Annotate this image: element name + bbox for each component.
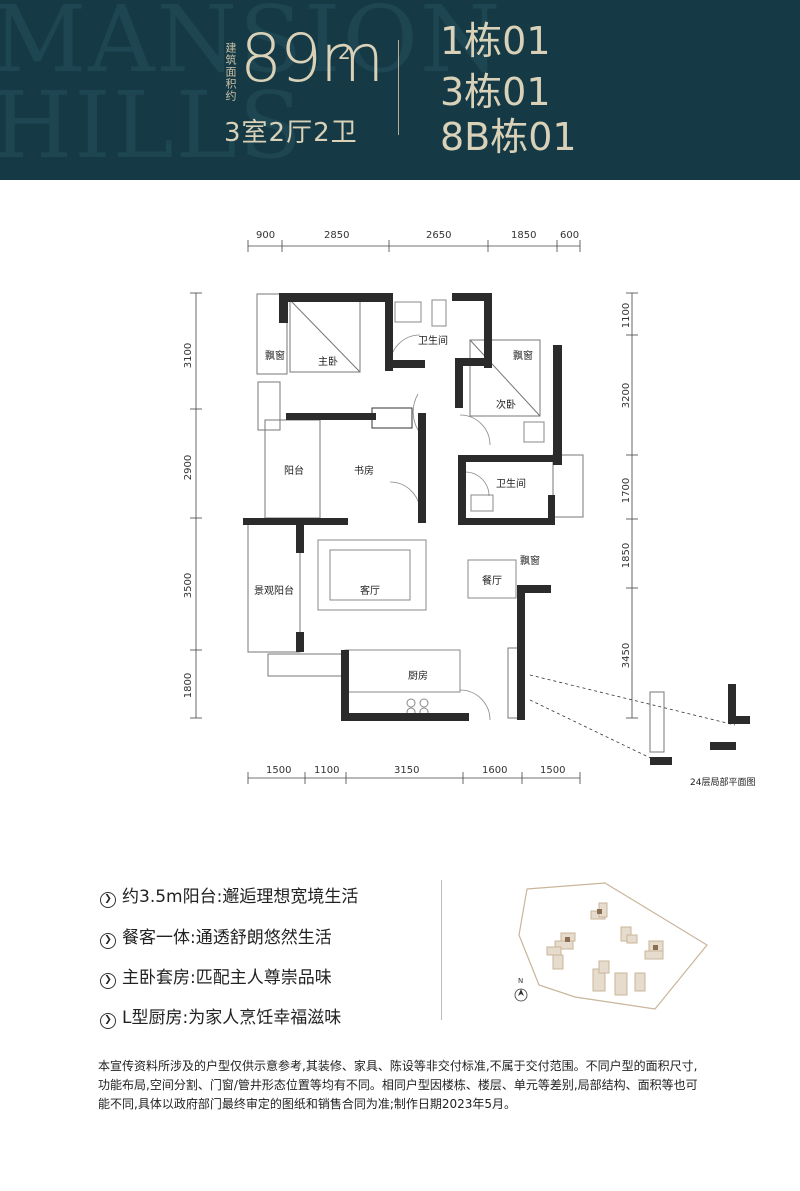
area-unit-superscript: 2 bbox=[338, 40, 351, 64]
furniture bbox=[317, 299, 545, 717]
feature-text-2: 餐客一体:通透舒朗悠然生活 bbox=[122, 928, 332, 948]
site-map: N bbox=[495, 875, 715, 1019]
dim-left-2: 2900 bbox=[183, 454, 195, 481]
dim-top-4: 1850 bbox=[511, 230, 537, 241]
room-study: 书房 bbox=[354, 466, 374, 477]
area-label: 建筑面积约 bbox=[224, 42, 237, 102]
room-dining-room: 餐厅 bbox=[482, 576, 502, 587]
watermark-line-1: MANSION bbox=[0, 0, 503, 93]
dim-top-3: 2650 bbox=[426, 230, 452, 241]
dim-top-5: 600 bbox=[560, 230, 580, 241]
room-bay-window-dining: 飘窗 bbox=[520, 556, 540, 567]
walls bbox=[243, 293, 562, 721]
circled-chevron-icon: ❯ bbox=[100, 973, 116, 989]
room-bay-window-second: 飘窗 bbox=[513, 351, 533, 362]
dim-right-3: 1700 bbox=[621, 477, 633, 504]
area-value: 89m bbox=[240, 20, 384, 97]
header-divider bbox=[398, 40, 399, 135]
building-3: 8B栋01 bbox=[440, 115, 577, 159]
door-arcs bbox=[389, 334, 491, 721]
layout-text: 3室2厅2卫 bbox=[224, 118, 358, 148]
circled-chevron-icon: ❯ bbox=[100, 1013, 116, 1029]
feature-text-4: L型厨房:为家人烹饪幸福滋味 bbox=[122, 1008, 342, 1028]
dim-left-1: 3100 bbox=[183, 342, 195, 369]
building-2: 3栋01 bbox=[440, 70, 551, 114]
dim-left-4: 1800 bbox=[183, 672, 195, 699]
dim-bottom-5: 1500 bbox=[540, 765, 566, 776]
header-banner: MANSION HILLS 建筑面积约 89m 2 3室2厅2卫 1栋01 3栋… bbox=[0, 0, 800, 180]
room-living-room: 客厅 bbox=[360, 586, 380, 597]
feature-text-3: 主卧套房:匹配主人尊崇品味 bbox=[122, 968, 332, 988]
dim-right-1: 1100 bbox=[621, 302, 633, 329]
feature-item-4: ❯ L型厨房:为家人烹饪幸福滋味 bbox=[100, 1003, 341, 1029]
floor-plan: 900 2850 2650 1850 600 1500 1100 3150 16… bbox=[0, 180, 800, 820]
room-kitchen: 厨房 bbox=[408, 671, 428, 682]
feature-divider bbox=[441, 880, 442, 1020]
dim-right-4: 1850 bbox=[621, 542, 633, 569]
north-label: N bbox=[518, 977, 524, 985]
feature-text-1: 约3.5m阳台:邂逅理想宽境生活 bbox=[122, 887, 359, 907]
circled-chevron-icon: ❯ bbox=[100, 933, 116, 949]
north-arrow-icon bbox=[514, 988, 528, 1002]
room-view-balcony: 景观阳台 bbox=[254, 586, 294, 597]
inset-plan bbox=[529, 674, 750, 766]
room-second-bedroom: 次卧 bbox=[496, 400, 516, 411]
dim-top-1: 900 bbox=[256, 230, 276, 241]
dim-right-2: 3200 bbox=[621, 382, 633, 409]
dim-bottom-4: 1600 bbox=[482, 765, 508, 776]
building-1: 1栋01 bbox=[440, 19, 551, 63]
feature-item-2: ❯ 餐客一体:通透舒朗悠然生活 bbox=[100, 923, 332, 949]
floor-plan-drawing bbox=[190, 240, 750, 784]
room-balcony: 阳台 bbox=[284, 466, 304, 477]
dim-right-5: 3450 bbox=[621, 642, 633, 669]
site-map-drawing bbox=[514, 882, 708, 1010]
feature-item-1: ❯ 约3.5m阳台:邂逅理想宽境生活 bbox=[100, 882, 358, 908]
watermark-line-2: HILLS bbox=[0, 72, 304, 179]
dim-bottom-2: 1100 bbox=[314, 765, 340, 776]
room-master-bedroom: 主卧 bbox=[318, 357, 338, 368]
disclaimer: 本宣传资料所涉及的户型仅供示意参考,其装修、家具、陈设等非交付标准,不属于交付范… bbox=[98, 1059, 698, 1111]
room-bathroom-2: 卫生间 bbox=[496, 479, 526, 490]
circled-chevron-icon: ❯ bbox=[100, 892, 116, 908]
dim-bottom-1: 1500 bbox=[266, 765, 292, 776]
dimension-lines bbox=[190, 240, 638, 784]
room-bathroom-1: 卫生间 bbox=[418, 336, 448, 347]
inset-caption: 24层局部平面图 bbox=[690, 778, 756, 788]
dim-left-3: 3500 bbox=[183, 572, 195, 599]
dim-top-2: 2850 bbox=[324, 230, 350, 241]
dim-bottom-3: 3150 bbox=[394, 765, 420, 776]
feature-item-3: ❯ 主卧套房:匹配主人尊崇品味 bbox=[100, 963, 332, 989]
room-bay-window-master: 飘窗 bbox=[265, 351, 285, 362]
